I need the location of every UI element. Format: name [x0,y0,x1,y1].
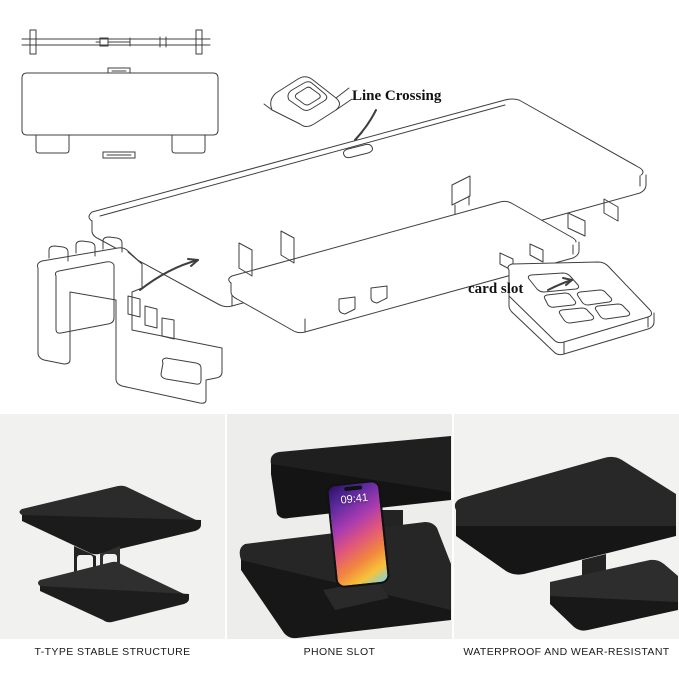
phone-mockup: 09:41 [325,479,391,589]
side-view-outline [21,67,219,159]
exploded-view-diagram: Line Crossing card slot [21,29,655,404]
waterproof-surface-illustration [454,456,678,631]
feature-photo-strip: T-TYPE STABLE STRUCTURE [0,414,679,679]
feature-caption-t-type: T-TYPE STABLE STRUCTURE [34,646,191,658]
feature-photo-phone-slot: 09:41 [227,414,452,639]
feature-cell-waterproof: WATERPROOF AND WEAR-RESISTANT [454,414,679,679]
feature-photo-waterproof [454,414,679,639]
annotation-card-slot: card slot [468,281,524,297]
t-type-product-illustration [19,485,201,623]
line-crossing-detail [263,76,353,127]
feature-photo-t-type [0,414,225,639]
phone-notch [344,485,363,492]
feature-caption-phone-slot: PHONE SLOT [303,646,376,658]
feature-cell-t-type-stable-structure: T-TYPE STABLE STRUCTURE [0,414,225,679]
diagram-svg [21,29,655,404]
t-type-bracket [37,236,223,404]
top-view-outline [21,29,211,55]
feature-caption-waterproof: WATERPROOF AND WEAR-RESISTANT [463,646,670,658]
phone-clock: 09:41 [340,491,369,507]
feature-cell-phone-slot: 09:41 PHONE SLOT [227,414,452,679]
lower-shelf-board [228,200,580,334]
card-slot-tray [507,261,655,356]
annotation-line-crossing: Line Crossing [352,88,442,104]
